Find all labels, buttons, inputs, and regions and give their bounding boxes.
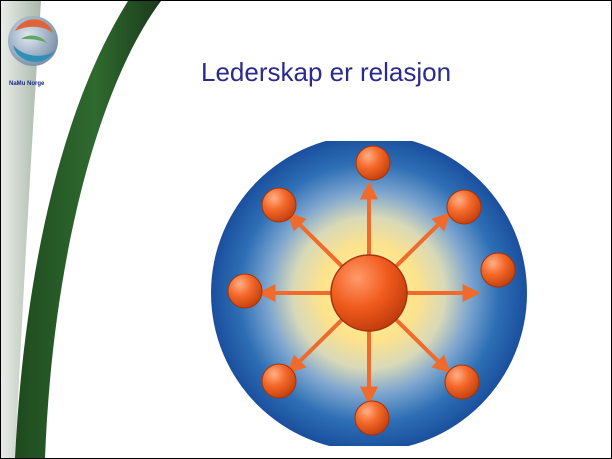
logo-emblem-icon	[8, 16, 58, 66]
node-top-left	[261, 187, 297, 223]
node-right	[480, 252, 516, 288]
organization-logo: NaMu Norge	[3, 5, 65, 93]
node-bottom-right	[444, 364, 480, 400]
slide-title: Lederskap er relasjon	[201, 57, 452, 87]
center-node	[330, 254, 408, 332]
node-left	[227, 273, 263, 309]
node-top-right	[446, 189, 482, 225]
decorative-side-band	[1, 1, 161, 458]
leadership-relation-diagram	[211, 141, 527, 446]
node-top	[355, 145, 391, 181]
node-bottom	[354, 400, 390, 436]
node-bottom-left	[261, 363, 297, 399]
logo-text: NaMu Norge	[9, 81, 45, 87]
